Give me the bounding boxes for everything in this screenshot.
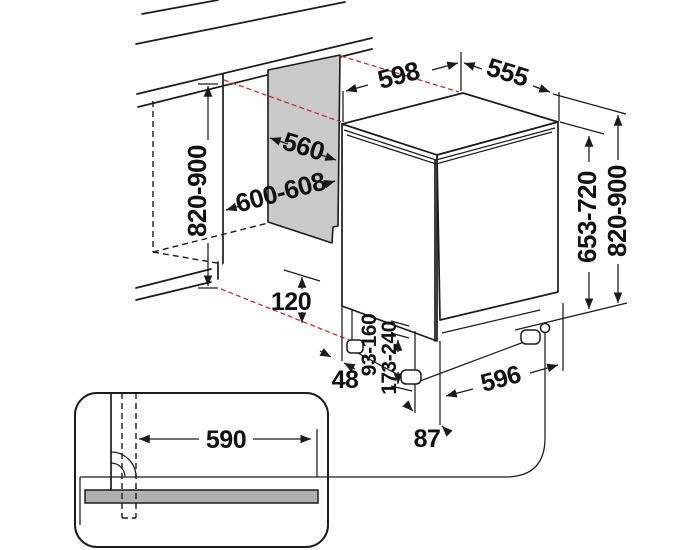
dim-598-label: 598 [374, 55, 422, 95]
dim-87-label: 87 [414, 425, 441, 453]
dim-foot-setback: 87 [402, 341, 453, 453]
plinth-and-feet [346, 309, 551, 413]
dishwasher-right-face [436, 121, 559, 321]
dim-niche-height: 820-900 [182, 83, 218, 289]
dim-door-offset: 48 [319, 306, 359, 394]
foot-adjuster-screw [539, 322, 551, 334]
open-door-panel [84, 489, 319, 504]
inset-frame [74, 392, 329, 548]
detail-callout-connector [328, 333, 546, 478]
dim-foot-ranges: 93-160 173-240 [358, 314, 413, 395]
dim-555-label: 555 [483, 52, 532, 93]
door-swing-arc-inner [110, 462, 126, 478]
door-swing-arc-outer [110, 451, 137, 478]
dim-820-900-right-label: 820-900 [602, 165, 632, 257]
front-foot [400, 369, 422, 385]
dim-173-240-label: 173-240 [378, 321, 401, 395]
dim-plinth-clearance: 120 [271, 269, 321, 323]
dim-right-heights: 653-720 820-900 [514, 93, 632, 331]
floor-edge [135, 268, 212, 301]
dim-48-label: 48 [332, 366, 359, 394]
dim-590-label: 590 [206, 426, 246, 454]
dishwasher-door-face [341, 123, 438, 342]
door-detail-inset: 590 [74, 392, 329, 548]
dim-596-label: 596 [478, 360, 524, 397]
dim-door-open-depth: 590 [139, 426, 318, 477]
dim-120-label: 120 [271, 288, 311, 316]
left-foot [346, 339, 364, 354]
niche-opening [152, 73, 269, 280]
right-foot [520, 329, 541, 345]
dim-653-720-label: 653-720 [572, 171, 602, 263]
dim-820-900-left-label: 820-900 [182, 145, 212, 237]
dim-93-160-label: 93-160 [358, 314, 381, 376]
dishwasher-body [341, 92, 559, 342]
alignment-lines [220, 55, 460, 341]
